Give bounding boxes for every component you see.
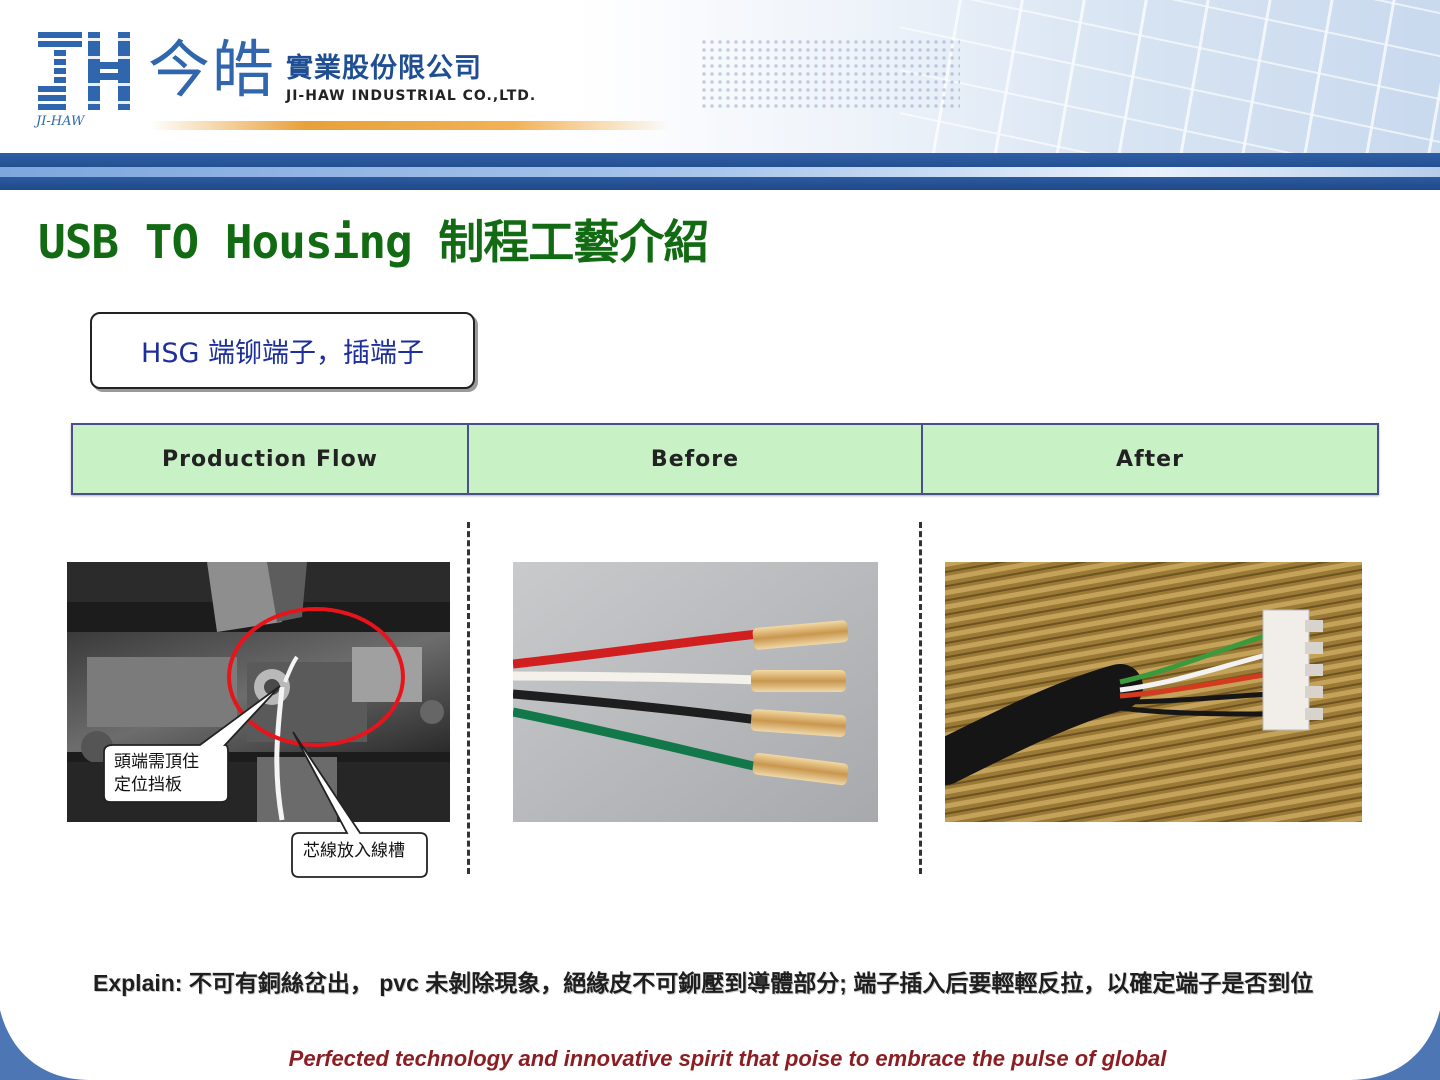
callout-groove-text: 芯線放入線槽: [303, 841, 405, 861]
column-divider-right: [919, 522, 922, 874]
column-production-flow: Production Flow: [73, 425, 469, 493]
header-banner: JI-HAW 今皓 實業股份限公司 JI-HAW INDUSTRIAL CO.,…: [0, 0, 1440, 190]
footer-slogan: Perfected technology and innovative spir…: [288, 1046, 1167, 1071]
light-band: [0, 167, 1440, 177]
explain-note: Explain: 不可有銅絲岔出， pvc 未剝除現象，絕緣皮不可鉚壓到導體部分…: [93, 970, 1314, 996]
blue-band: [0, 153, 1440, 167]
flow-table-header: Production Flow Before After: [71, 423, 1379, 495]
column-after: After: [1116, 446, 1184, 472]
logo-subtitle: JI-HAW: [36, 114, 85, 129]
orange-accent-line: [150, 121, 670, 130]
callout-stopper-text: 頭端需頂住 定位挡板: [114, 752, 199, 795]
company-name-english: JI-HAW INDUSTRIAL CO.,LTD.: [286, 88, 537, 104]
building-grid-decoration: [900, 0, 1440, 155]
step-label-text: HSG 端铆端子，插端子: [141, 338, 424, 369]
step-label-box: HSG 端铆端子，插端子: [90, 312, 475, 389]
logo-chinese-name: 今皓: [148, 33, 277, 106]
company-name-chinese: 實業股份限公司: [286, 53, 482, 84]
blue-band-bottom: [0, 177, 1440, 190]
dot-pattern-decoration: [700, 38, 960, 108]
column-before: Before: [469, 425, 923, 493]
page-title: USB TO Housing 制程工藝介紹: [38, 215, 709, 269]
housing-inserted-cable-photo: [945, 562, 1362, 822]
crimped-wires-photo: [513, 562, 878, 822]
jh-logo-icon: [38, 32, 134, 110]
column-divider-left: [467, 522, 470, 874]
